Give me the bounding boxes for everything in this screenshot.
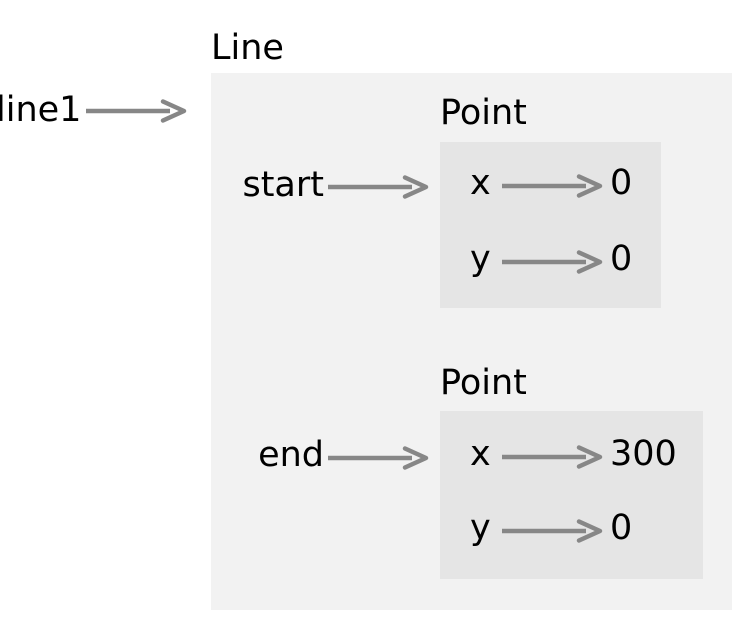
attr-value-start-y: 0 [610,239,633,279]
value-arrow-start-y [502,250,603,274]
point-type-label-start: Point [440,93,527,133]
field-label-end: end [258,435,324,475]
line-type-label: Line [211,28,284,68]
reference-arrow-end [328,446,429,470]
field-label-start: start [242,165,324,205]
attr-value-end-x: 300 [610,434,677,474]
reference-arrow-line1 [86,99,187,123]
attr-label-end-x: x [470,434,491,474]
value-arrow-start-x [502,174,603,198]
point-object-box-end [440,411,703,579]
attr-label-start-y: y [470,239,491,279]
value-arrow-end-y [502,519,603,543]
attr-value-start-x: 0 [610,163,633,203]
value-arrow-end-x [502,445,603,469]
reference-arrow-start [328,175,429,199]
attr-label-end-y: y [470,508,491,548]
attr-label-start-x: x [470,163,491,203]
attr-value-end-y: 0 [610,508,633,548]
point-type-label-end: Point [440,363,527,403]
variable-label-line1: line1 [0,90,82,130]
point-object-box-start [440,142,661,308]
